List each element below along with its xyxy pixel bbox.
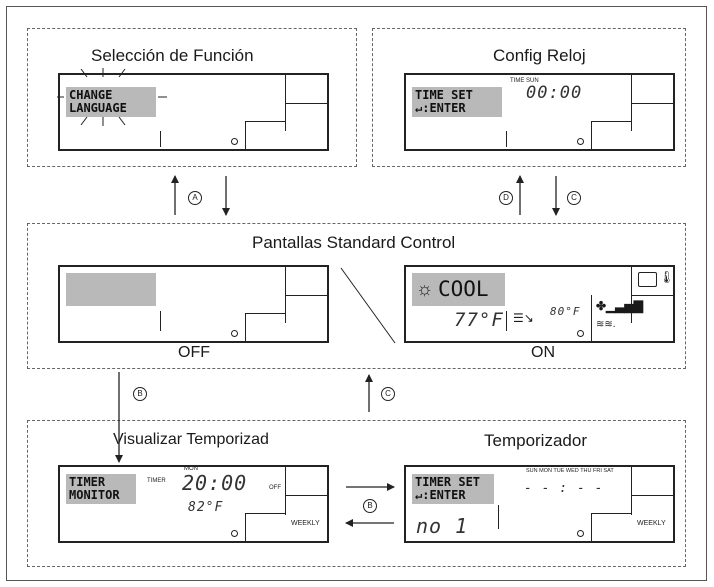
clock-config-title: Config Reloj: [493, 46, 586, 65]
lcd-highlight: [66, 273, 156, 306]
lcd-bracket-v: [245, 313, 246, 343]
room-temp: 77°F: [454, 309, 504, 331]
marker-c-middle: C: [381, 387, 395, 401]
airflow-icon: ≋≋.: [596, 319, 616, 330]
lcd-highlight: [412, 87, 502, 117]
timer-monitor-title: Visualizar Temporizad: [113, 431, 269, 448]
lcd-tick: [160, 311, 161, 331]
standard-control-title: Pantallas Standard Control: [252, 233, 456, 252]
flash-rays-icon: [57, 68, 167, 126]
monitor-time: 20:00: [182, 471, 248, 495]
display-separator-line: [340, 267, 396, 344]
lcd-bracket-h: [245, 513, 285, 514]
set-temp: 80°F: [550, 305, 581, 318]
lcd-highlight: [412, 273, 505, 306]
lcd-divider-horizontal: [285, 495, 329, 496]
lcd-divider-horizontal: [285, 103, 329, 104]
lcd-dot-icon: [231, 330, 238, 337]
clock-config-box: [372, 28, 686, 167]
weekday-labels: SUN MON TUE WED THU FRI SAT: [526, 468, 614, 474]
lcd-highlight: [412, 474, 494, 504]
lcd-bracket-v: [245, 513, 246, 543]
lcd-divider-vertical: [285, 467, 286, 515]
lcd-highlight: [66, 87, 156, 117]
timer-title: Temporizador: [484, 431, 587, 450]
fan-speed-icon: ✤▁▃▅▇: [596, 299, 643, 313]
function-selection-title: Selección de Función: [91, 46, 254, 65]
on-lcd: ☼ COOL 77°F ☰↘ 80°F 🌡 ✤▁▃▅▇ ≋≋.: [404, 265, 675, 343]
lcd-dot-icon: [231, 138, 238, 145]
lcd-dot-icon: [577, 138, 584, 145]
time-set-text: TIME SET ↵:ENTER: [415, 88, 473, 115]
marker-b-bottom: B: [363, 499, 377, 513]
mon-label: MON: [184, 466, 198, 472]
time-sun-label: TIME SUN: [510, 78, 539, 84]
lcd-bracket-v: [591, 121, 592, 151]
lcd-divider-vertical: [631, 467, 632, 515]
monitor-temp: 82°F: [188, 500, 224, 515]
lcd-divider-horizontal: [631, 103, 675, 104]
marker-b-left: B: [133, 387, 147, 401]
lcd-highlight: [66, 474, 136, 504]
clock-config-lcd: TIME SET ↵:ENTER TIME SUN 00:00: [404, 73, 675, 151]
timer-time: - - : - -: [524, 481, 604, 496]
lcd-divider-horizontal: [631, 295, 675, 296]
weekly-label: WEEKLY: [291, 520, 320, 527]
off-lcd: [58, 265, 329, 343]
lcd-bracket-v: [591, 295, 592, 343]
change-language-text: CHANGE LANGUAGE: [69, 88, 127, 115]
marker-a: A: [188, 191, 202, 205]
timer-monitor-lcd: TIMER MONITOR TIMER MON 20:00 OFF 82°F W…: [58, 465, 329, 543]
lcd-bracket-v: [591, 513, 592, 543]
lcd-dot-icon: [577, 530, 584, 537]
lcd-tick: [506, 131, 507, 147]
cool-mode-text: COOL: [438, 277, 489, 301]
timer-label: TIMER: [147, 478, 166, 484]
lcd-bracket-v: [245, 121, 246, 151]
clock-time: 00:00: [526, 83, 583, 103]
timer-set-text: TIMER SET ↵:ENTER: [415, 475, 481, 502]
program-number: no 1: [416, 514, 469, 538]
thermo-icon: [638, 272, 657, 287]
marker-d: D: [499, 191, 513, 205]
louver-icon: ☰↘: [513, 311, 534, 325]
lcd-bracket-h: [245, 313, 285, 314]
function-selection-lcd: CHANGE LANGUAGE: [58, 73, 329, 151]
lcd-dot-icon: [231, 530, 238, 537]
lcd-tick: [498, 505, 499, 529]
lcd-bracket-h: [591, 513, 631, 514]
lcd-bracket-h: [591, 121, 631, 122]
lcd-tick: [506, 311, 507, 331]
diagram-frame: [6, 6, 707, 581]
thermometer-icon: 🌡: [659, 270, 675, 284]
timer-monitor-text: TIMER MONITOR: [69, 475, 120, 502]
standard-control-box: [27, 223, 686, 369]
timer-set-lcd: TIMER SET ↵:ENTER SUN MON TUE WED THU FR…: [404, 465, 675, 543]
function-selection-box: [27, 28, 357, 167]
lcd-divider-horizontal: [631, 495, 675, 496]
timer-box: [27, 420, 686, 567]
cool-sun-icon: ☼: [416, 279, 434, 300]
lcd-divider-horizontal: [285, 295, 329, 296]
weekly-label: WEEKLY: [637, 520, 666, 527]
lcd-dot-icon: [577, 330, 584, 337]
off-label: OFF: [178, 344, 210, 361]
lcd-tick: [160, 131, 161, 147]
off-indicator: OFF: [269, 485, 281, 491]
marker-c-top: C: [567, 191, 581, 205]
on-label: ON: [531, 344, 555, 361]
lcd-bracket-h: [245, 121, 285, 122]
